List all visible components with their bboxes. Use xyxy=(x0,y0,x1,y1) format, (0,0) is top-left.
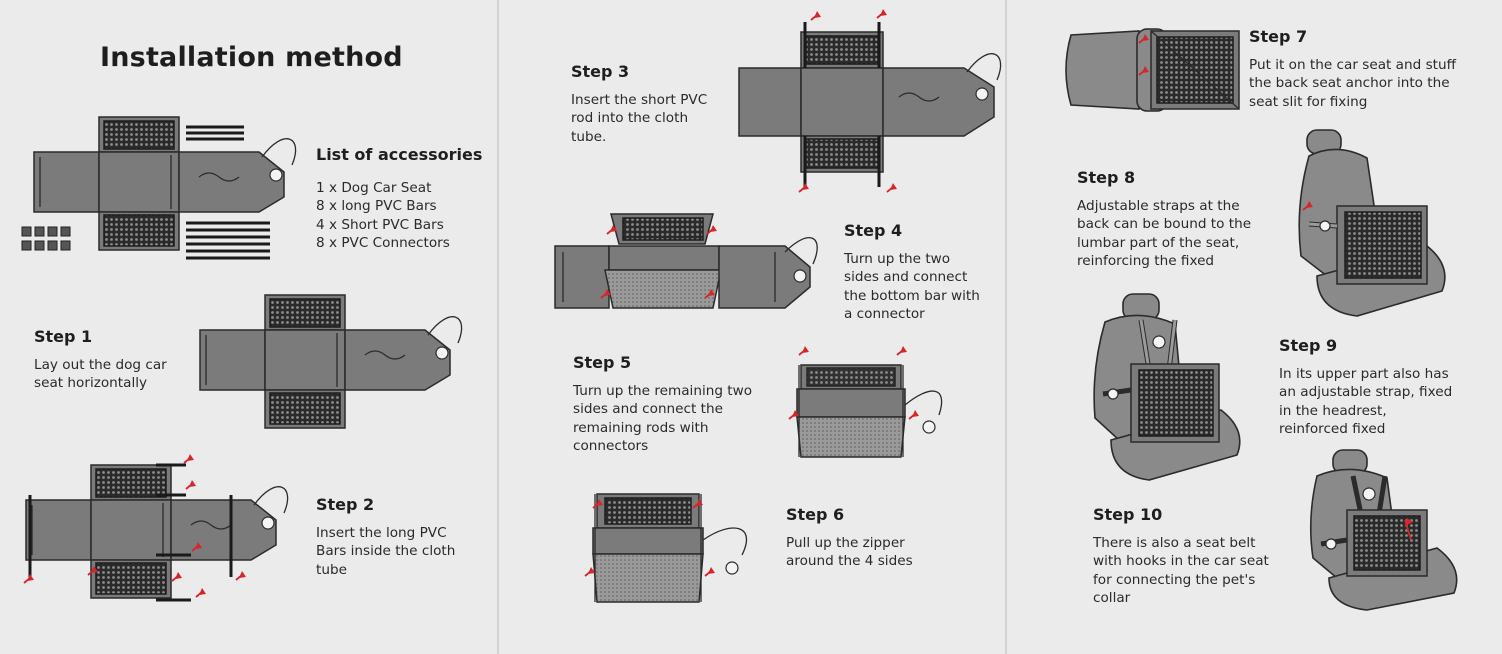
accessories-figure xyxy=(21,116,297,260)
panel-car-install: Step 7 Put it on the car seat and stuff … xyxy=(1007,0,1502,654)
step-6-text: Pull up the zipper around the 4 sides xyxy=(786,535,913,570)
step-1-text: Lay out the dog car seat horizontally xyxy=(34,357,167,392)
connectors-icon xyxy=(21,226,71,251)
step-2-text: Insert the long PVC Bars inside the clot… xyxy=(316,525,456,578)
step-7-figure xyxy=(1065,28,1240,112)
step-10-figure xyxy=(1309,449,1458,611)
step-7-text: Put it on the car seat and stuff the bac… xyxy=(1249,57,1456,110)
accessory-item: 1 x Dog Car Seat xyxy=(316,180,432,196)
step-2-figure xyxy=(23,453,289,602)
step-6-figure xyxy=(584,493,748,603)
step-9-figure xyxy=(1093,293,1241,481)
panel-divider xyxy=(497,0,499,654)
step-8-heading: Step 8 xyxy=(1077,168,1136,187)
accessory-item: 8 x long PVC Bars xyxy=(316,198,437,215)
step-4-figure xyxy=(554,213,818,309)
step-5-text: Turn up the remaining two sides and conn… xyxy=(573,383,753,455)
step-8-figure xyxy=(1298,129,1446,317)
step-7-heading: Step 7 xyxy=(1249,27,1308,46)
step-1-figure xyxy=(199,294,463,429)
step-4-heading: Step 4 xyxy=(844,221,903,240)
step-2-heading: Step 2 xyxy=(316,495,375,514)
step-8-text: Adjustable straps at the back can be bou… xyxy=(1077,198,1252,270)
panel-intro: Installation method List of accessories xyxy=(0,0,497,654)
step-3-text: Insert the short PVC rod into the cloth … xyxy=(571,92,708,145)
accessory-item: 8 x PVC Connectors xyxy=(316,235,450,252)
step-4-text: Turn up the two sides and connect the bo… xyxy=(844,251,980,323)
step-10-heading: Step 10 xyxy=(1093,505,1163,524)
accessories-list: 1 x Dog Car Seat 8 x long PVC Bars 4 x S… xyxy=(316,179,450,253)
step-9-text: In its upper part also has an adjustable… xyxy=(1279,366,1453,438)
page-title: Installation method xyxy=(100,42,403,73)
accessory-item: 4 x Short PVC Bars xyxy=(316,216,444,233)
step-3-heading: Step 3 xyxy=(571,62,630,81)
step-1-heading: Step 1 xyxy=(34,327,93,346)
panel-assembly: Step 3 Insert the short PVC rod into the… xyxy=(499,0,1005,654)
panel-divider xyxy=(1005,0,1007,654)
step-3-figure xyxy=(738,8,1002,193)
step-6-heading: Step 6 xyxy=(786,505,845,524)
long-bars-icon xyxy=(186,125,270,260)
accessories-heading: List of accessories xyxy=(316,145,483,164)
step-5-heading: Step 5 xyxy=(573,353,632,372)
step-5-figure xyxy=(788,345,943,458)
step-10-text: There is also a seat belt with hooks in … xyxy=(1093,535,1269,607)
step-9-heading: Step 9 xyxy=(1279,336,1338,355)
